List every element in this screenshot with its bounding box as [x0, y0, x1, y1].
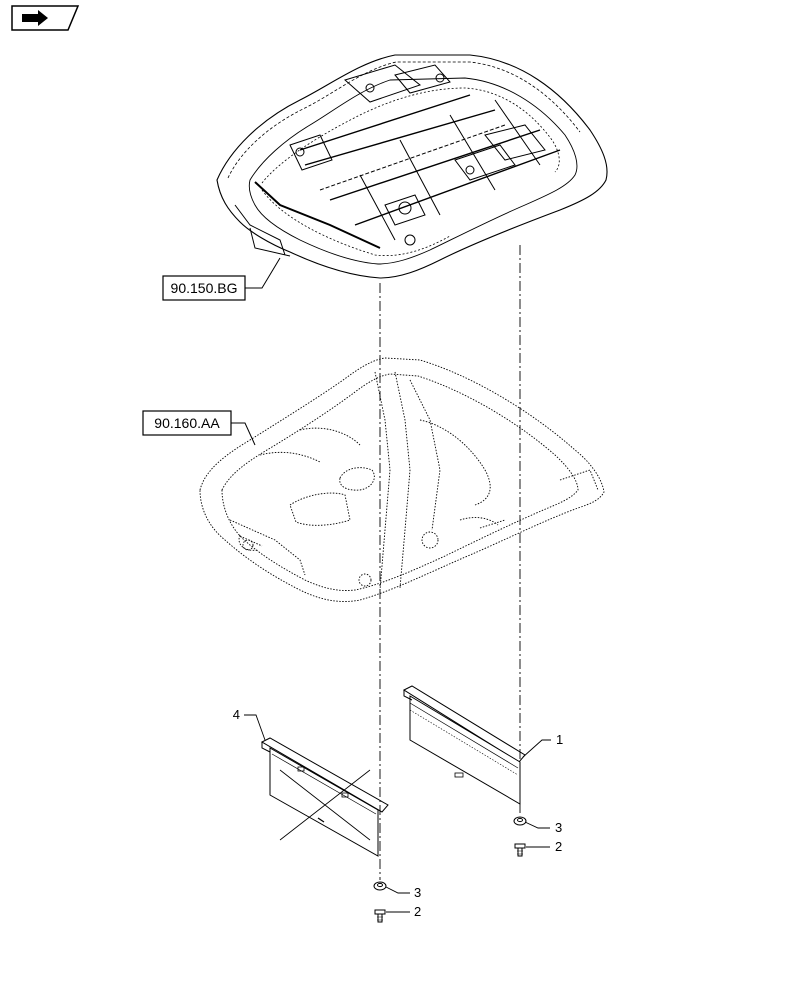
reference-leader-headliner: [231, 422, 256, 446]
reference-box-headliner[interactable]: 90.160.AA: [142, 410, 256, 446]
next-page-arrow-icon: [22, 10, 48, 26]
next-page-button[interactable]: [11, 5, 80, 31]
sun-visor-left: [260, 737, 389, 857]
reference-label-roof: 90.150.BG: [171, 280, 238, 296]
callout-leader-1: [522, 739, 551, 758]
reference-label-headliner: 90.160.AA: [154, 415, 220, 431]
roof-assembly: [216, 54, 608, 279]
reference-box-roof[interactable]: 90.150.BG: [162, 257, 281, 301]
callout-leader-3-left: [385, 886, 410, 894]
callout-2-left: 2: [414, 904, 421, 919]
reference-leader-roof: [245, 257, 281, 289]
callout-leader-3-right: [524, 821, 550, 829]
callout-2-right: 2: [555, 839, 562, 854]
headliner-assembly: [199, 357, 605, 602]
fasteners: [373, 816, 527, 923]
callouts: [244, 714, 551, 913]
callout-3-left: 3: [414, 885, 421, 900]
alignment-lines: [379, 245, 521, 880]
sun-visor-right: [402, 685, 526, 805]
callout-4: 4: [233, 707, 240, 722]
callout-3-right: 3: [555, 820, 562, 835]
callout-1: 1: [556, 732, 563, 747]
reference-box-headliner-frame: [142, 410, 232, 436]
callout-leader-4: [244, 714, 266, 741]
